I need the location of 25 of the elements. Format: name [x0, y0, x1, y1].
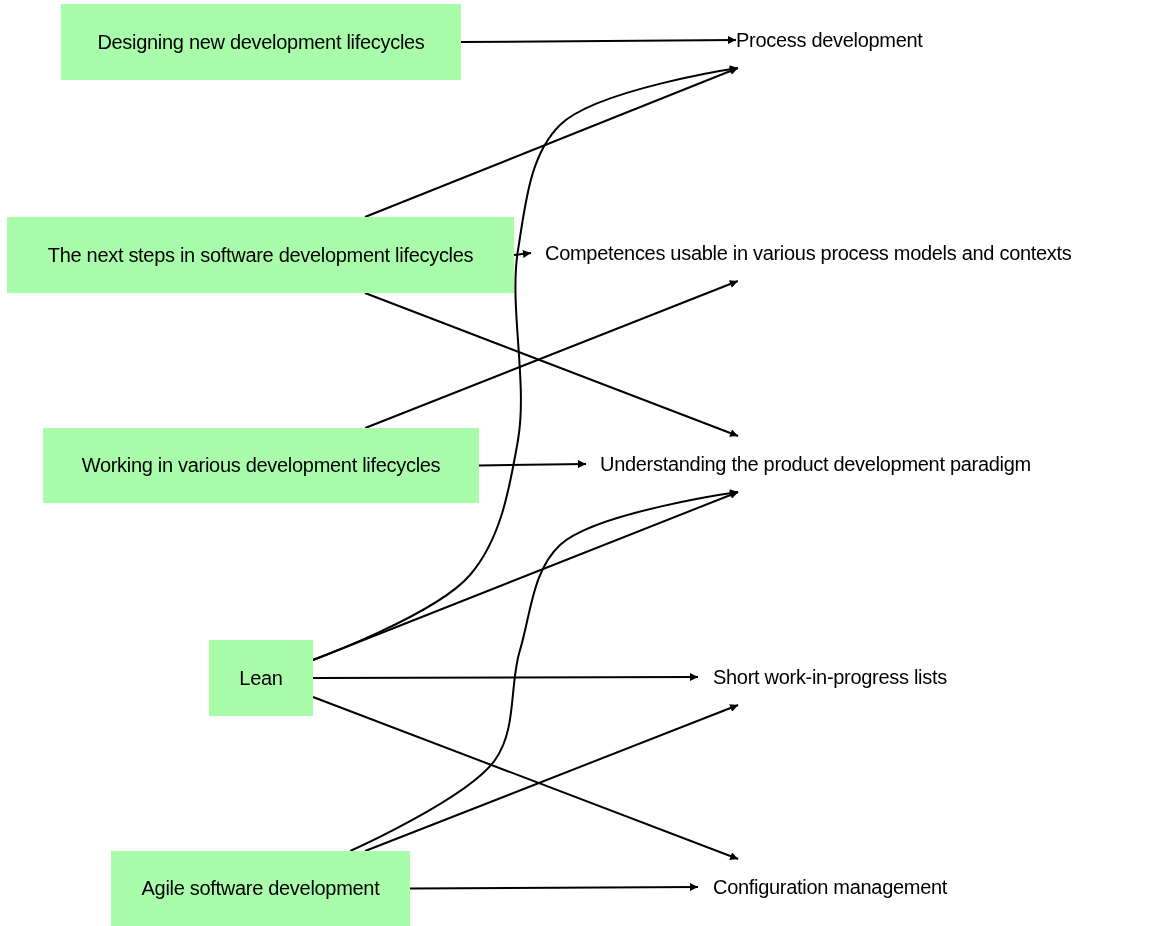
outcome-label: Short work-in-progress lists [713, 665, 947, 689]
arrow [312, 673, 699, 681]
arrow [349, 489, 740, 852]
process-box [209, 640, 313, 716]
arrow [312, 696, 740, 860]
arrow [364, 704, 740, 852]
outcome-label: Understanding the product development paradigm [600, 452, 1031, 476]
box-label: Working in various development lifecycles [81, 454, 441, 477]
arrow [478, 460, 587, 469]
box-label: Designing new development lifecycles [97, 30, 425, 54]
arrow [460, 36, 737, 45]
arrow [409, 883, 699, 892]
arrow [363, 67, 739, 218]
outcome-label: Process development [736, 28, 923, 52]
arrow [513, 249, 532, 258]
process-box [61, 4, 461, 80]
box-label: Agile software development [141, 877, 380, 900]
outcome-label: Configuration management [713, 875, 948, 899]
arrow [312, 491, 740, 661]
process-box [111, 851, 410, 926]
box-label: The next steps in software development lifecycles [47, 243, 474, 267]
process-box [43, 428, 479, 503]
outcome-label: Competences usable in various process models and contexts [545, 241, 1072, 265]
box-label: Lean [239, 666, 283, 690]
process-box [7, 217, 514, 293]
